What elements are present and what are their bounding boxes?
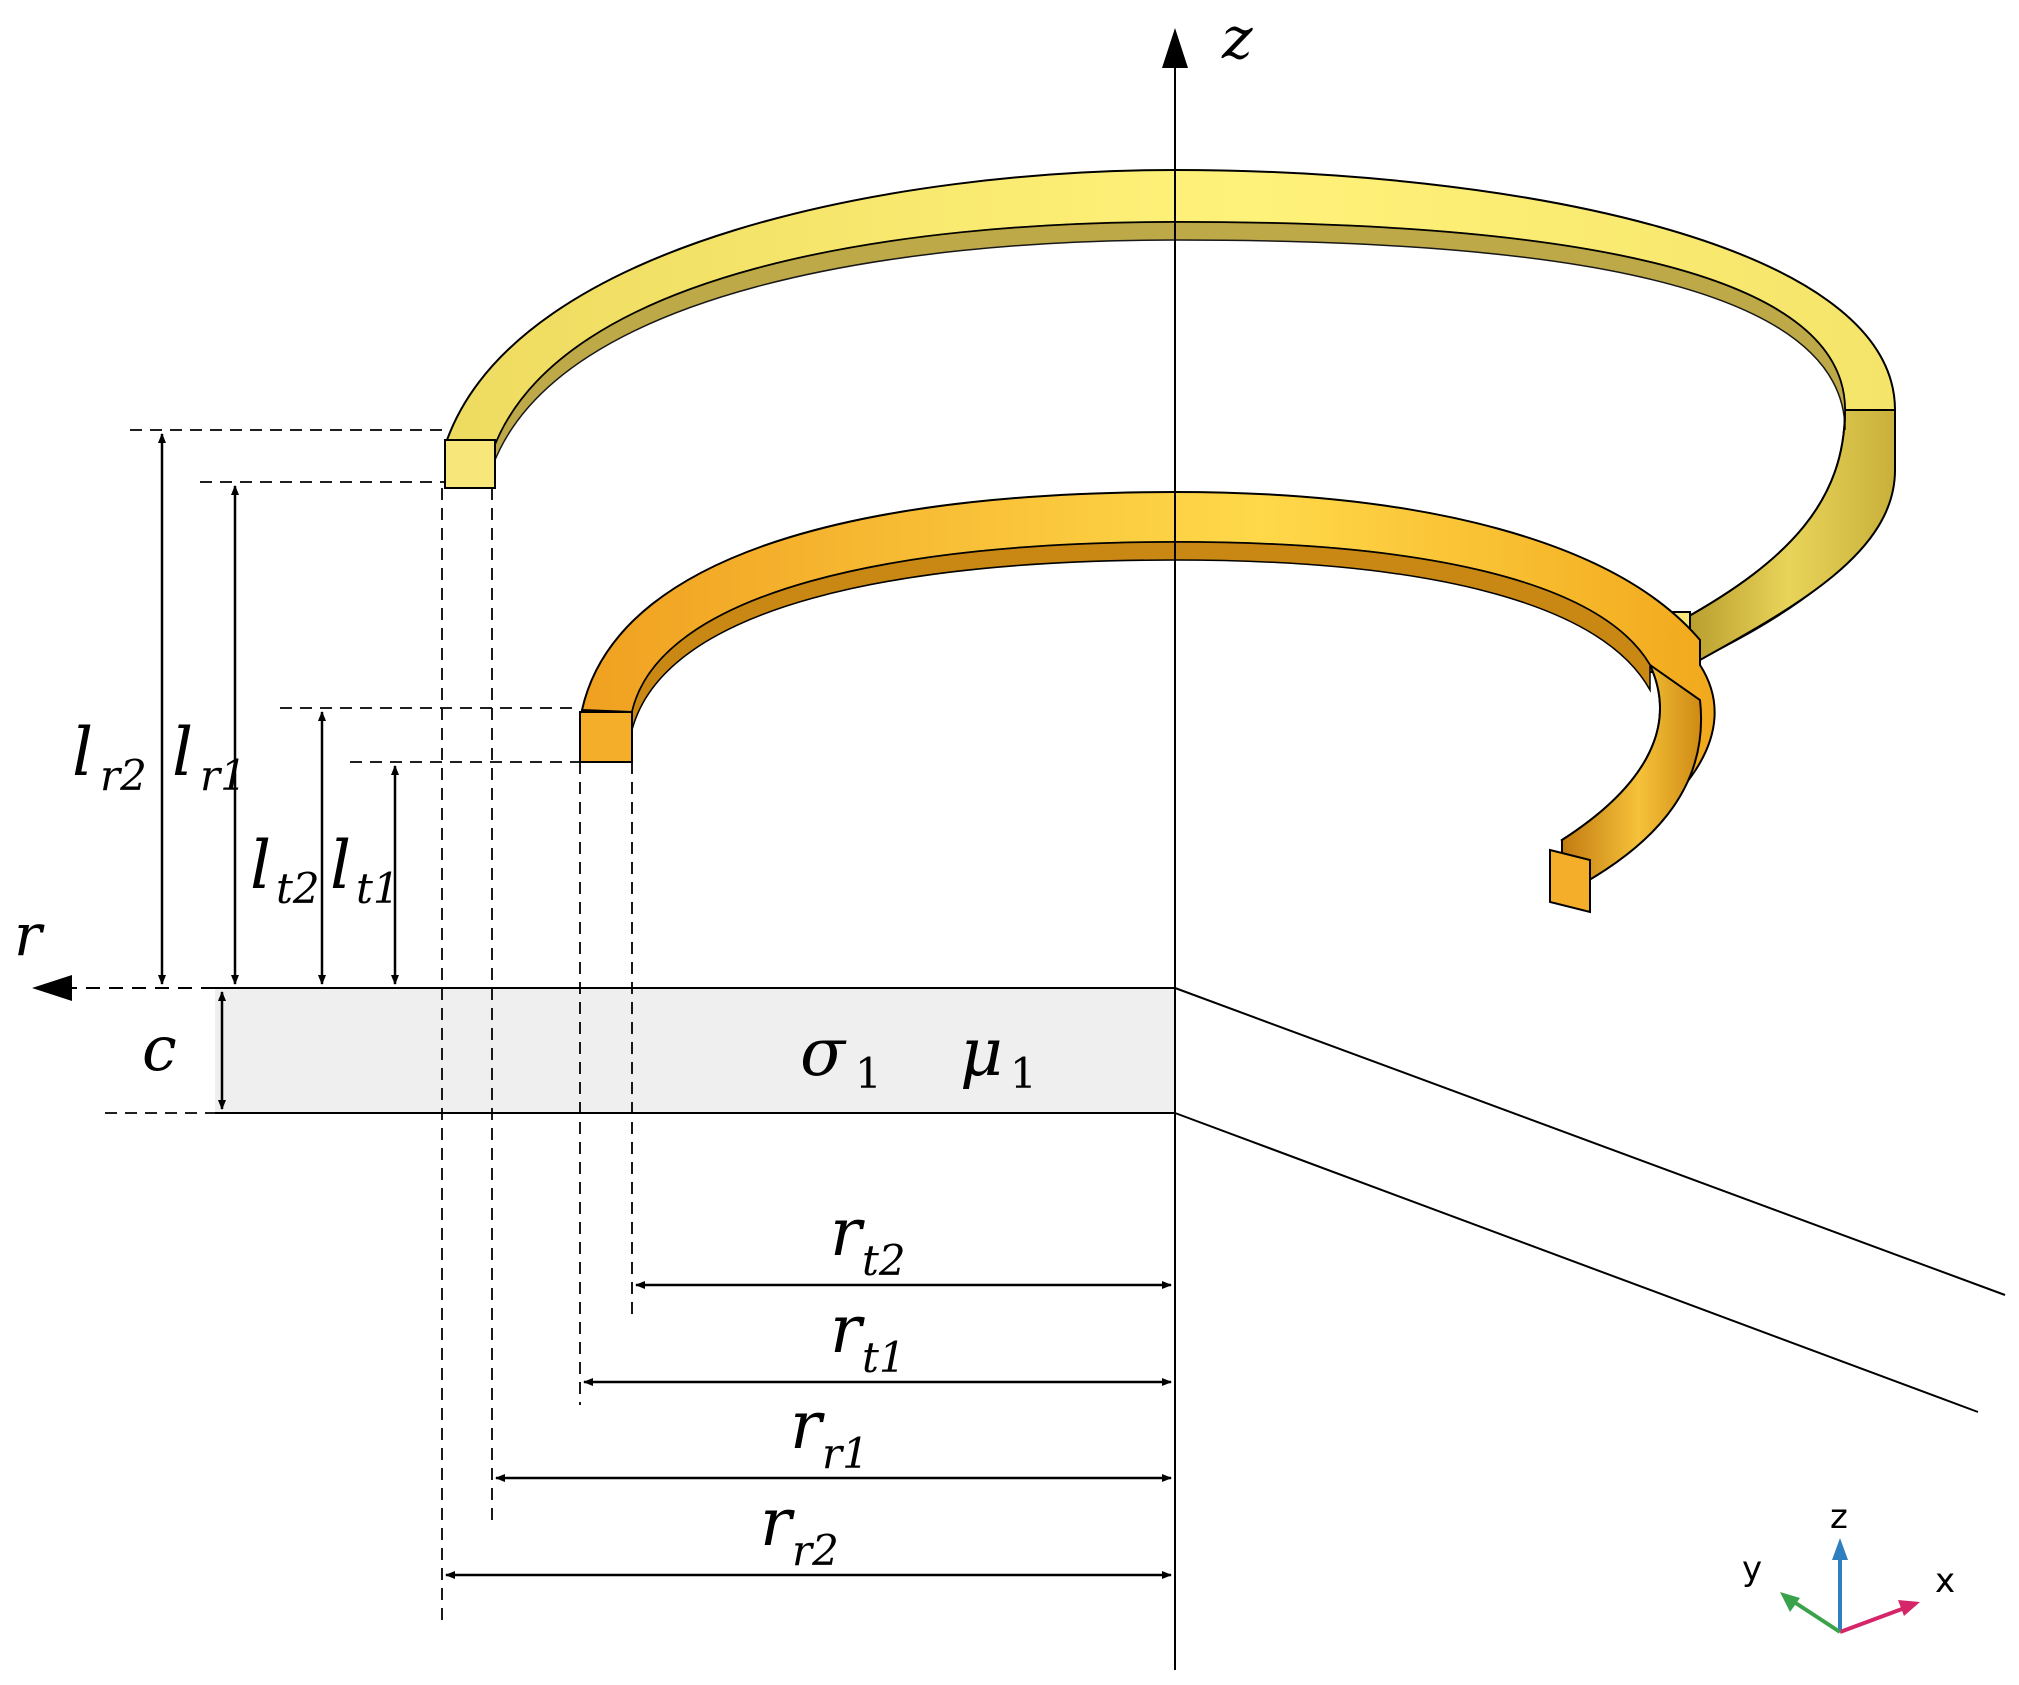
material-labels: σ 1 μ 1 (800, 1014, 1037, 1098)
r-axis: r (14, 901, 215, 1001)
triad-y-axis (1786, 1596, 1842, 1634)
inner-coil-end-right (1549, 848, 1591, 914)
label-lr1-sub: r1 (200, 751, 247, 800)
label-lr2-main: l (72, 714, 93, 791)
label-lr2-sub: r2 (100, 751, 147, 800)
extension-lines (105, 429, 633, 1625)
inner-coil-end-left (579, 711, 633, 763)
label-rr1-sub: r1 (822, 1429, 869, 1478)
label-rr2-sub: r2 (792, 1526, 839, 1575)
triad-y-arrowhead (1780, 1592, 1800, 1612)
radius-dimensions (445, 1281, 1172, 1579)
label-rt1-sub: t1 (862, 1333, 906, 1382)
r-axis-label: r (14, 901, 45, 969)
z-axis-arrowhead (1162, 28, 1188, 68)
triad-x-axis (1839, 1604, 1911, 1634)
label-sigma-sub: 1 (855, 1049, 882, 1098)
outer-coil-top (445, 168, 1896, 670)
r-axis-arrowhead (32, 975, 72, 1001)
triad-x-label: x (1935, 1561, 1955, 1601)
label-rr2-main: r (760, 1484, 795, 1561)
label-lr1-main: l (172, 714, 193, 791)
height-dimensions (158, 433, 399, 1110)
height-labels: l r2 l r1 l t2 l t1 c (72, 714, 400, 1085)
label-lt1-sub: t1 (356, 864, 400, 913)
label-rt2-main: r (830, 1194, 865, 1271)
triad-x-arrowhead (1898, 1600, 1920, 1616)
label-mu-sub: 1 (1010, 1049, 1037, 1098)
label-lt1-main: l (330, 827, 351, 904)
inner-coil-inner-wall (631, 541, 1651, 731)
outer-coil-side (1681, 409, 1896, 672)
outer-coil-end-left (444, 439, 496, 489)
label-rr1-main: r (790, 1387, 825, 1464)
triad-z-label: z (1830, 1497, 1848, 1537)
label-lt2-sub: t2 (276, 864, 320, 913)
radius-labels: r t2 r t1 r r1 r r2 (760, 1194, 906, 1575)
z-axis-label: z (1221, 4, 1253, 72)
z-axis: z (1162, 4, 1253, 1670)
label-sigma: σ (800, 1014, 847, 1091)
label-c: c (142, 1012, 177, 1085)
plate-perspective-top (1174, 987, 2006, 1296)
plate-perspective-bottom (1174, 1112, 1979, 1413)
label-lt2-main: l (250, 827, 271, 904)
conductive-plate (215, 987, 2006, 1413)
label-mu: μ (960, 1014, 1003, 1091)
inner-coil (579, 490, 1716, 914)
plate-cross-section (215, 988, 1175, 1113)
label-rt1-main: r (830, 1291, 865, 1368)
triad-y-label: y (1742, 1549, 1762, 1589)
label-rt2-sub: t2 (862, 1236, 906, 1285)
coordinate-triad: z x y (1742, 1497, 1955, 1634)
triad-z-arrowhead (1832, 1538, 1848, 1560)
